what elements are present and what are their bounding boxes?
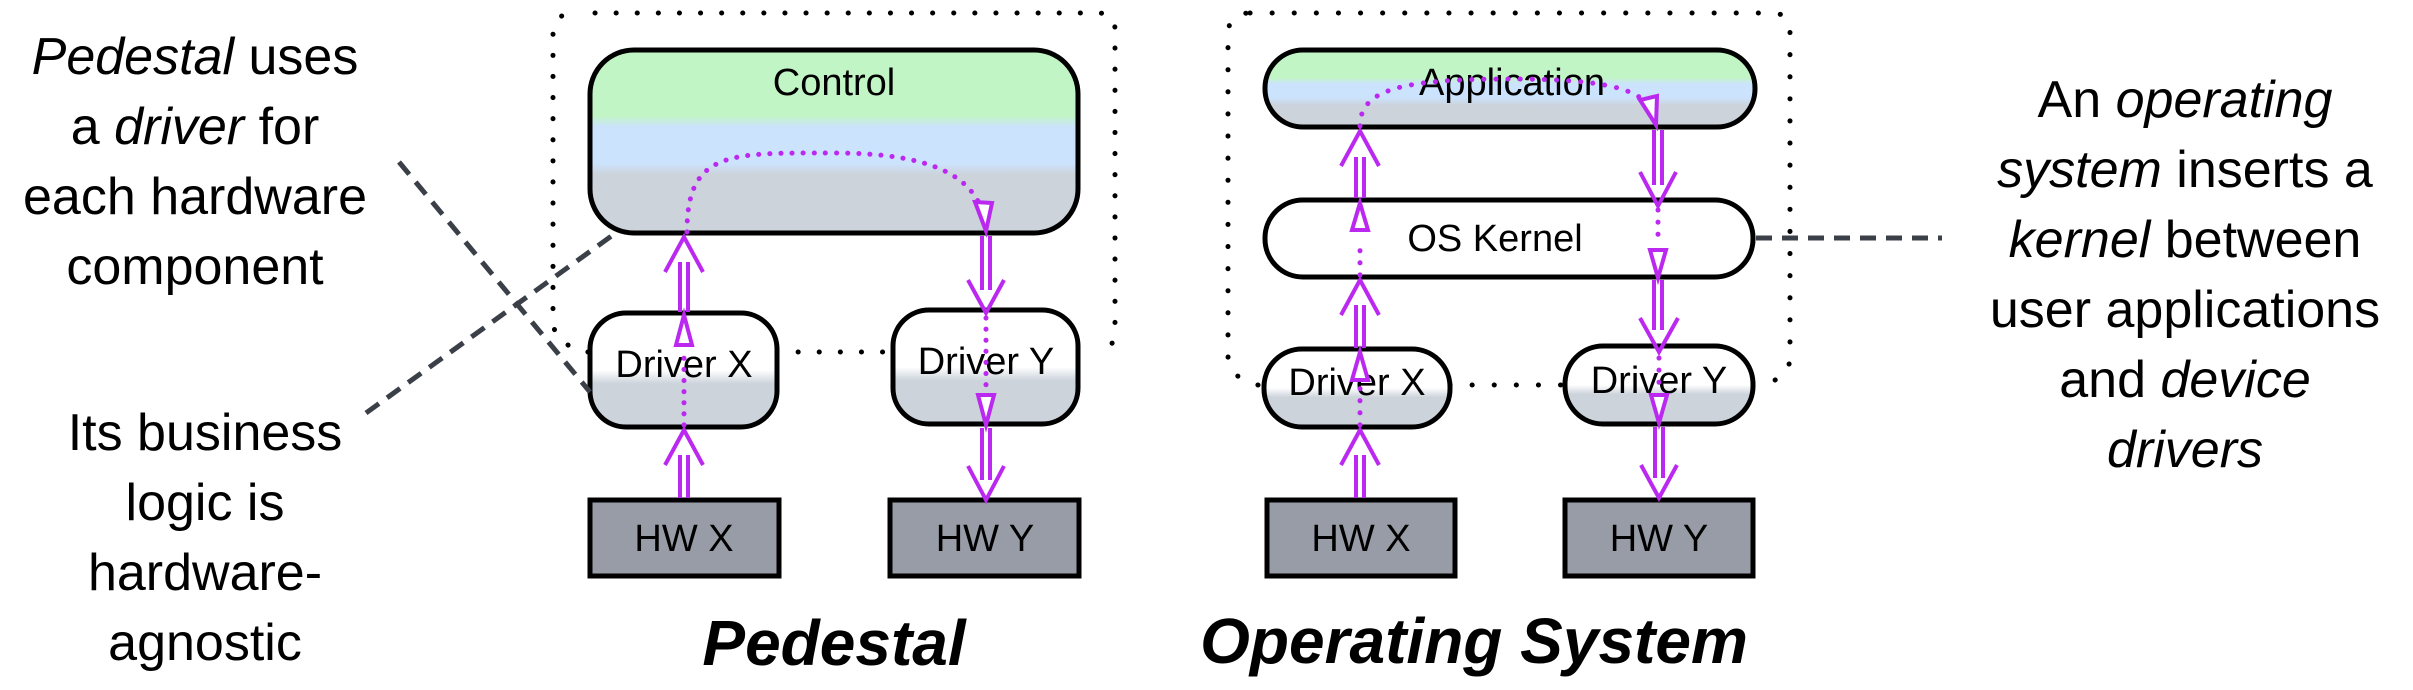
note-line: component xyxy=(0,232,390,302)
pedestal-hw-y-box xyxy=(887,497,1082,579)
note-line: Pedestal uses xyxy=(0,22,390,92)
note-emphasis: Pedestal xyxy=(31,28,235,86)
pedestal-control-arc xyxy=(684,150,988,235)
note-line: a driver for xyxy=(0,92,390,162)
pedestal-drivery-to-hwy-arrow xyxy=(966,428,1006,505)
note-line: drivers xyxy=(1960,415,2410,485)
note-emphasis: system xyxy=(1997,141,2162,199)
note-emphasis: device xyxy=(2160,351,2311,409)
pedestal-data-flow xyxy=(663,150,1006,505)
note-text: hardware- xyxy=(87,544,323,602)
note-emphasis: drivers xyxy=(2106,421,2264,479)
os-title: Operating System xyxy=(1200,605,1748,677)
note-text: for xyxy=(244,98,320,156)
os-data-flow xyxy=(1339,76,1680,503)
control-label: Control xyxy=(773,62,896,104)
control-box xyxy=(587,47,1081,236)
application-box xyxy=(1262,47,1758,130)
note-line: each hardware xyxy=(0,162,390,232)
os-kernel-to-application-arrow xyxy=(1339,126,1381,198)
pedestal-hw-x-label: HW X xyxy=(634,518,733,560)
note-line: and device xyxy=(1960,345,2410,415)
note-line: Its business xyxy=(10,398,400,468)
pedestal-control-to-drivery-arrow xyxy=(966,236,1006,318)
os-application-arc-head xyxy=(1636,93,1660,132)
note-text: component xyxy=(66,238,324,296)
note-line: An operating xyxy=(1960,65,2410,135)
os-hw-x-box xyxy=(1264,497,1458,579)
note-text: inserts a xyxy=(2161,141,2373,199)
pedestal-hw-y-label: HW Y xyxy=(936,518,1035,560)
note-text: uses xyxy=(234,28,359,86)
note-line: kernel between xyxy=(1960,205,2410,275)
pedestal-driverx-internal-arrow xyxy=(673,307,695,428)
leader-line-driver-note xyxy=(397,160,592,394)
leader-line-business-logic-note xyxy=(364,229,619,416)
note-line: logic is xyxy=(10,468,400,538)
os-application-to-kernel-arrow xyxy=(1638,130,1678,211)
pedestal-control-arc-head xyxy=(972,199,995,239)
note-text: agnostic xyxy=(108,614,302,672)
os-driverx-internal-arrow xyxy=(1349,344,1371,428)
note-text: logic is xyxy=(125,474,285,532)
note-text: each hardware xyxy=(23,168,367,226)
note-line: agnostic xyxy=(10,608,400,678)
pedestal-title: Pedestal xyxy=(702,607,966,679)
note-line: hardware- xyxy=(10,538,400,608)
os-kernel-right-internal-arrow xyxy=(1647,207,1669,286)
os-hwx-to-driverx-arrow xyxy=(1339,425,1381,498)
pedestal-software-boundary xyxy=(550,10,1118,355)
os-hw-y-label: HW Y xyxy=(1610,518,1709,560)
note-line: user applications xyxy=(1960,275,2410,345)
os-drivery-internal-arrow xyxy=(1648,355,1670,431)
note-text: Its business xyxy=(67,404,343,462)
os-kernel-label: OS Kernel xyxy=(1407,218,1582,260)
note-text: An xyxy=(2037,71,2116,129)
note-text: between xyxy=(2150,211,2362,269)
note-emphasis: driver xyxy=(114,98,245,156)
os-kernel-left-internal-arrow xyxy=(1349,195,1371,278)
os-diagram: Application OS Kernel Driver X Driver Y … xyxy=(1200,10,1793,677)
os-hw-y-box xyxy=(1562,497,1756,579)
os-drivery-to-hwy-arrow xyxy=(1639,427,1679,503)
pedestal-hw-x-box xyxy=(587,497,782,579)
note-line: system inserts a xyxy=(1960,135,2410,205)
note-text: a xyxy=(70,98,115,156)
note-text: and xyxy=(2059,351,2161,409)
os-kernel-box xyxy=(1262,197,1756,280)
pedestal-driverx-to-control-arrow xyxy=(663,232,705,312)
pedestal-diagram: Control Driver X Driver Y HW X HW Y xyxy=(550,10,1118,679)
note-emphasis: kernel xyxy=(2008,211,2151,269)
note-text: user applications xyxy=(1989,281,2381,339)
os-driverx-to-kernel-arrow xyxy=(1339,275,1381,348)
note-business-logic: Its business logic is hardware-agnostic xyxy=(10,398,400,678)
os-driver-x-box xyxy=(1261,346,1453,430)
application-label: Application xyxy=(1419,62,1605,104)
os-hw-x-label: HW X xyxy=(1311,518,1410,560)
pedestal-drivery-internal-arrow xyxy=(975,315,997,433)
note-emphasis: operating xyxy=(2115,71,2333,129)
os-software-boundary xyxy=(1225,10,1793,388)
os-application-arc xyxy=(1357,76,1655,129)
os-kernel-to-drivery-arrow xyxy=(1638,280,1680,357)
pedestal-hwx-to-driverx-arrow xyxy=(663,425,705,498)
